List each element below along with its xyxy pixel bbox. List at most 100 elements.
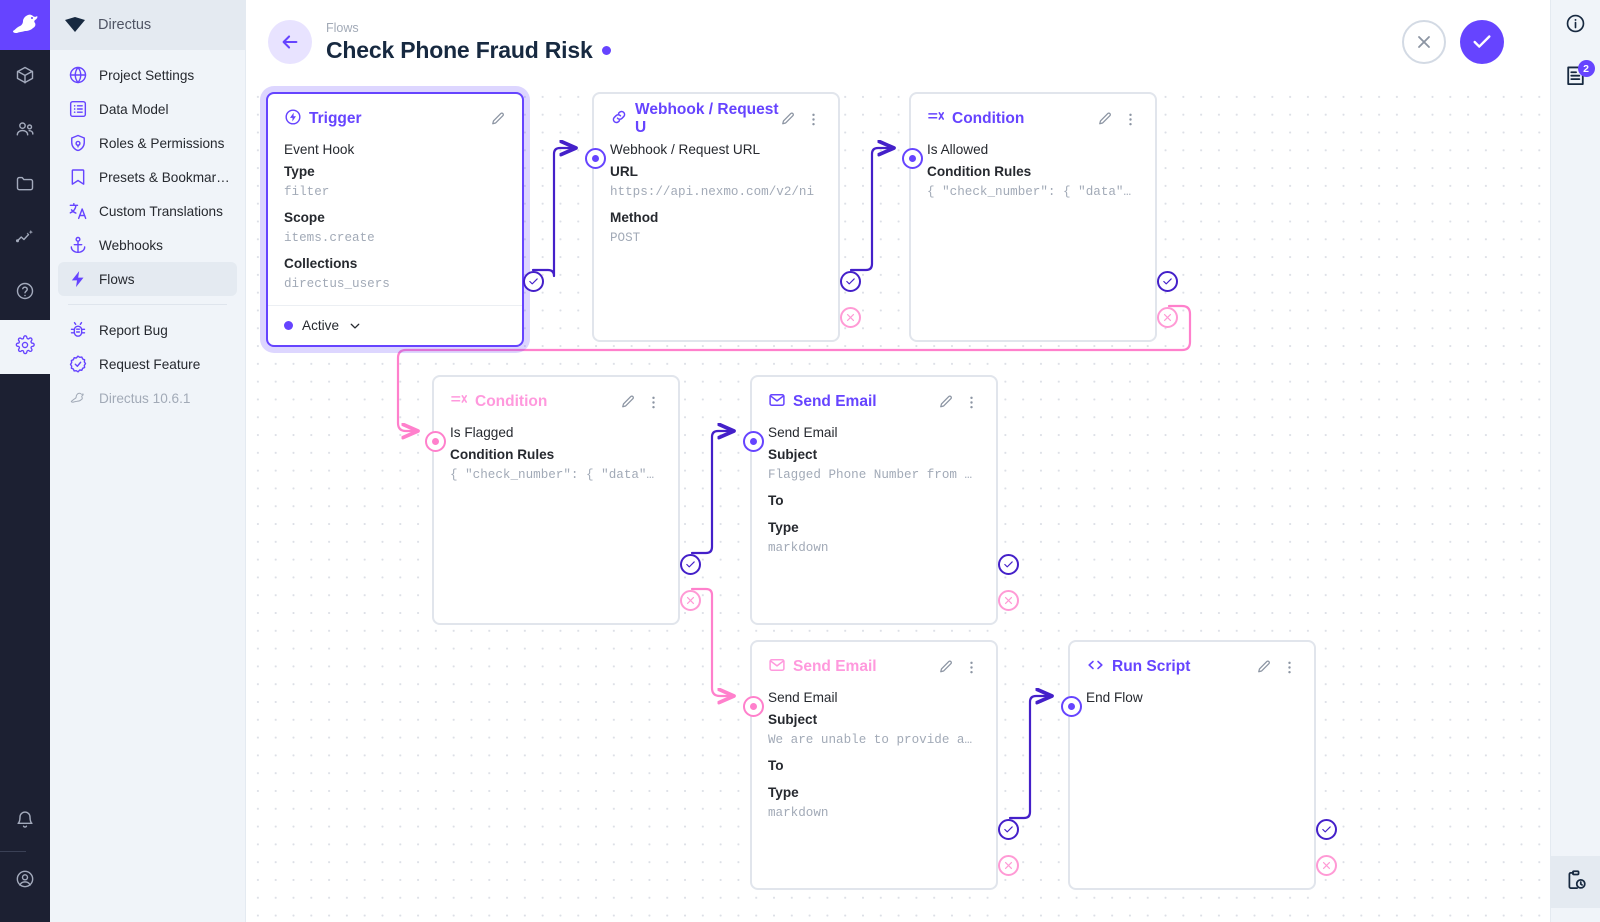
module-bar [0,0,50,922]
send-email-flagged-port-in[interactable] [743,431,764,452]
node-field-value: https://api.nexmo.com/v2/ni [610,185,815,199]
node-edit-pencil-icon[interactable] [489,111,506,128]
save-button[interactable] [1460,20,1504,64]
node-edit-pencil-icon[interactable] [619,394,636,411]
node-menu-kebab-icon[interactable] [963,659,980,676]
node-field-value: Flagged Phone Number from … [768,468,973,482]
condition-flagged-port-reject[interactable] [680,590,701,611]
sidebar-item-roles-permissions[interactable]: Roles & Permissions [58,126,237,160]
run-script-port-reject[interactable] [1316,855,1337,876]
info-panel-button[interactable] [1551,0,1600,52]
run-script-port-in[interactable] [1061,696,1082,717]
condition-allowed-port-in[interactable] [902,148,923,169]
list-box-icon [68,99,88,119]
port-dot [750,703,757,710]
sidebar-item-project-settings[interactable]: Project Settings [58,58,237,92]
webhook-port-reject[interactable] [840,307,861,328]
sidebar-item-data-model[interactable]: Data Model [58,92,237,126]
node-edit-pencil-icon[interactable] [937,659,954,676]
module-content[interactable] [0,50,50,104]
account-icon [15,869,35,894]
flow-logs-button[interactable]: 2 [1551,52,1600,104]
node-field-label: Subject [768,447,818,462]
condition-allowed-port-reject[interactable] [1157,307,1178,328]
bookmark-icon [68,167,88,187]
rabbit-icon [68,390,88,406]
clipboard-clock-icon [1565,869,1587,896]
node-menu-kebab-icon[interactable] [645,394,662,411]
node-field-label: Condition Rules [450,447,555,462]
send-email-unable-port-in[interactable] [743,696,764,717]
bolt-icon [68,269,88,289]
cancel-button[interactable] [1402,20,1446,64]
users-icon [15,119,35,144]
node-type-label: Condition [450,391,547,414]
node-edit-pencil-icon[interactable] [1096,111,1113,128]
node-status-footer[interactable]: Active [268,305,522,345]
condition-flagged-port-in[interactable] [425,431,446,452]
gear-icon [15,334,35,360]
node-menu-kebab-icon[interactable] [963,394,980,411]
module-account[interactable] [0,854,50,908]
node-type-text: Condition [952,110,1025,127]
condition-allowed-port-resolve[interactable] [1157,271,1178,292]
send-email-flagged-port-resolve[interactable] [998,554,1019,575]
webhook-port-resolve[interactable] [840,271,861,292]
sidebar-item-report-bug[interactable]: Report Bug [58,313,237,347]
sidebar-item-flows[interactable]: Flows [58,262,237,296]
node-type-text: Send Email [793,658,877,675]
directus-rabbit-logo-icon[interactable] [0,0,50,50]
module-file-library[interactable] [0,158,50,212]
chevron-down-icon[interactable] [348,319,362,333]
link-icon [610,108,628,131]
activity-log-button[interactable] [1550,856,1600,908]
back-button[interactable] [268,20,312,64]
node-edit-pencil-icon[interactable] [937,394,954,411]
box-icon [15,65,35,90]
module-settings[interactable] [0,320,50,374]
node-menu-kebab-icon[interactable] [1281,659,1298,676]
node-menu-kebab-icon[interactable] [805,111,822,128]
shield-icon [68,133,88,153]
diamond-icon [64,15,86,35]
node-field-label: To [768,758,784,773]
condition-flagged-port-resolve[interactable] [680,554,701,575]
send-email-unable-port-resolve[interactable] [998,819,1019,840]
node-menu-kebab-icon[interactable] [1122,111,1139,128]
module-user-directory[interactable] [0,104,50,158]
bell-icon [15,810,35,835]
module-insights[interactable] [0,212,50,266]
sidebar-item-presets-bookmar[interactable]: Presets & Bookmar… [58,160,237,194]
module-help[interactable] [0,266,50,320]
node-edit-pencil-icon[interactable] [779,111,796,128]
send-email-unable-port-reject[interactable] [998,855,1019,876]
badge-count: 2 [1577,60,1595,77]
sidebar-item-label: Directus 10.6.1 [99,390,191,406]
module-notifications[interactable] [0,795,50,849]
trigger-port-resolve[interactable] [523,271,544,292]
run-script-port-resolve[interactable] [1316,819,1337,840]
bug-icon [68,320,88,340]
sidebar-item-label: Presets & Bookmar… [99,169,230,185]
sidebar-item-label: Webhooks [99,237,163,253]
sidebar-item-label: Custom Translations [99,203,223,219]
webhook-port-in[interactable] [585,148,606,169]
sidebar-item-custom-translations[interactable]: Custom Translations [58,194,237,228]
status-badge: Active [302,318,340,333]
divider [0,851,26,852]
project-switcher[interactable]: Directus [50,0,245,50]
sidebar-item-webhooks[interactable]: Webhooks [58,228,237,262]
node-edit-pencil-icon[interactable] [1255,659,1272,676]
node-field-value: POST [610,231,641,245]
sidebar-item-request-feature[interactable]: Request Feature [58,347,237,381]
send-email-flagged-port-reject[interactable] [998,590,1019,611]
breadcrumb[interactable]: Flows [326,20,359,35]
